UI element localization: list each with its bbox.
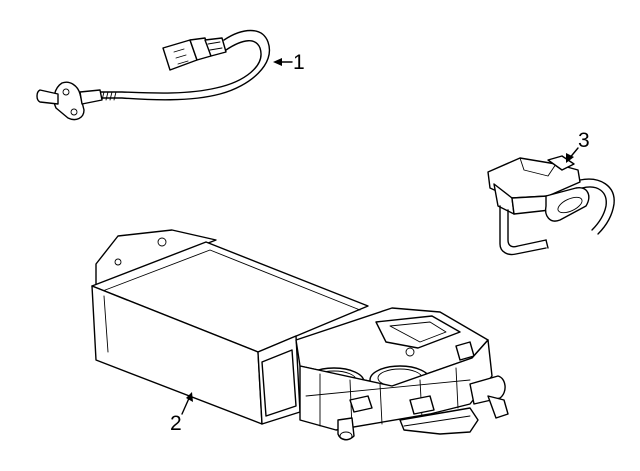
sensor-connector: [162, 37, 227, 71]
part-2-canister: [91, 229, 509, 441]
callout-3: 3: [566, 129, 590, 163]
callout-1-label: 1: [293, 51, 305, 74]
callout-3-label: 3: [578, 129, 590, 152]
callout-2-label: 2: [170, 412, 182, 435]
callout-2: 2: [170, 392, 193, 435]
part-1-sensor: [36, 29, 271, 121]
callout-1: 1: [273, 51, 305, 74]
sensor-body: [36, 81, 103, 121]
part-3-valve: [487, 155, 615, 256]
